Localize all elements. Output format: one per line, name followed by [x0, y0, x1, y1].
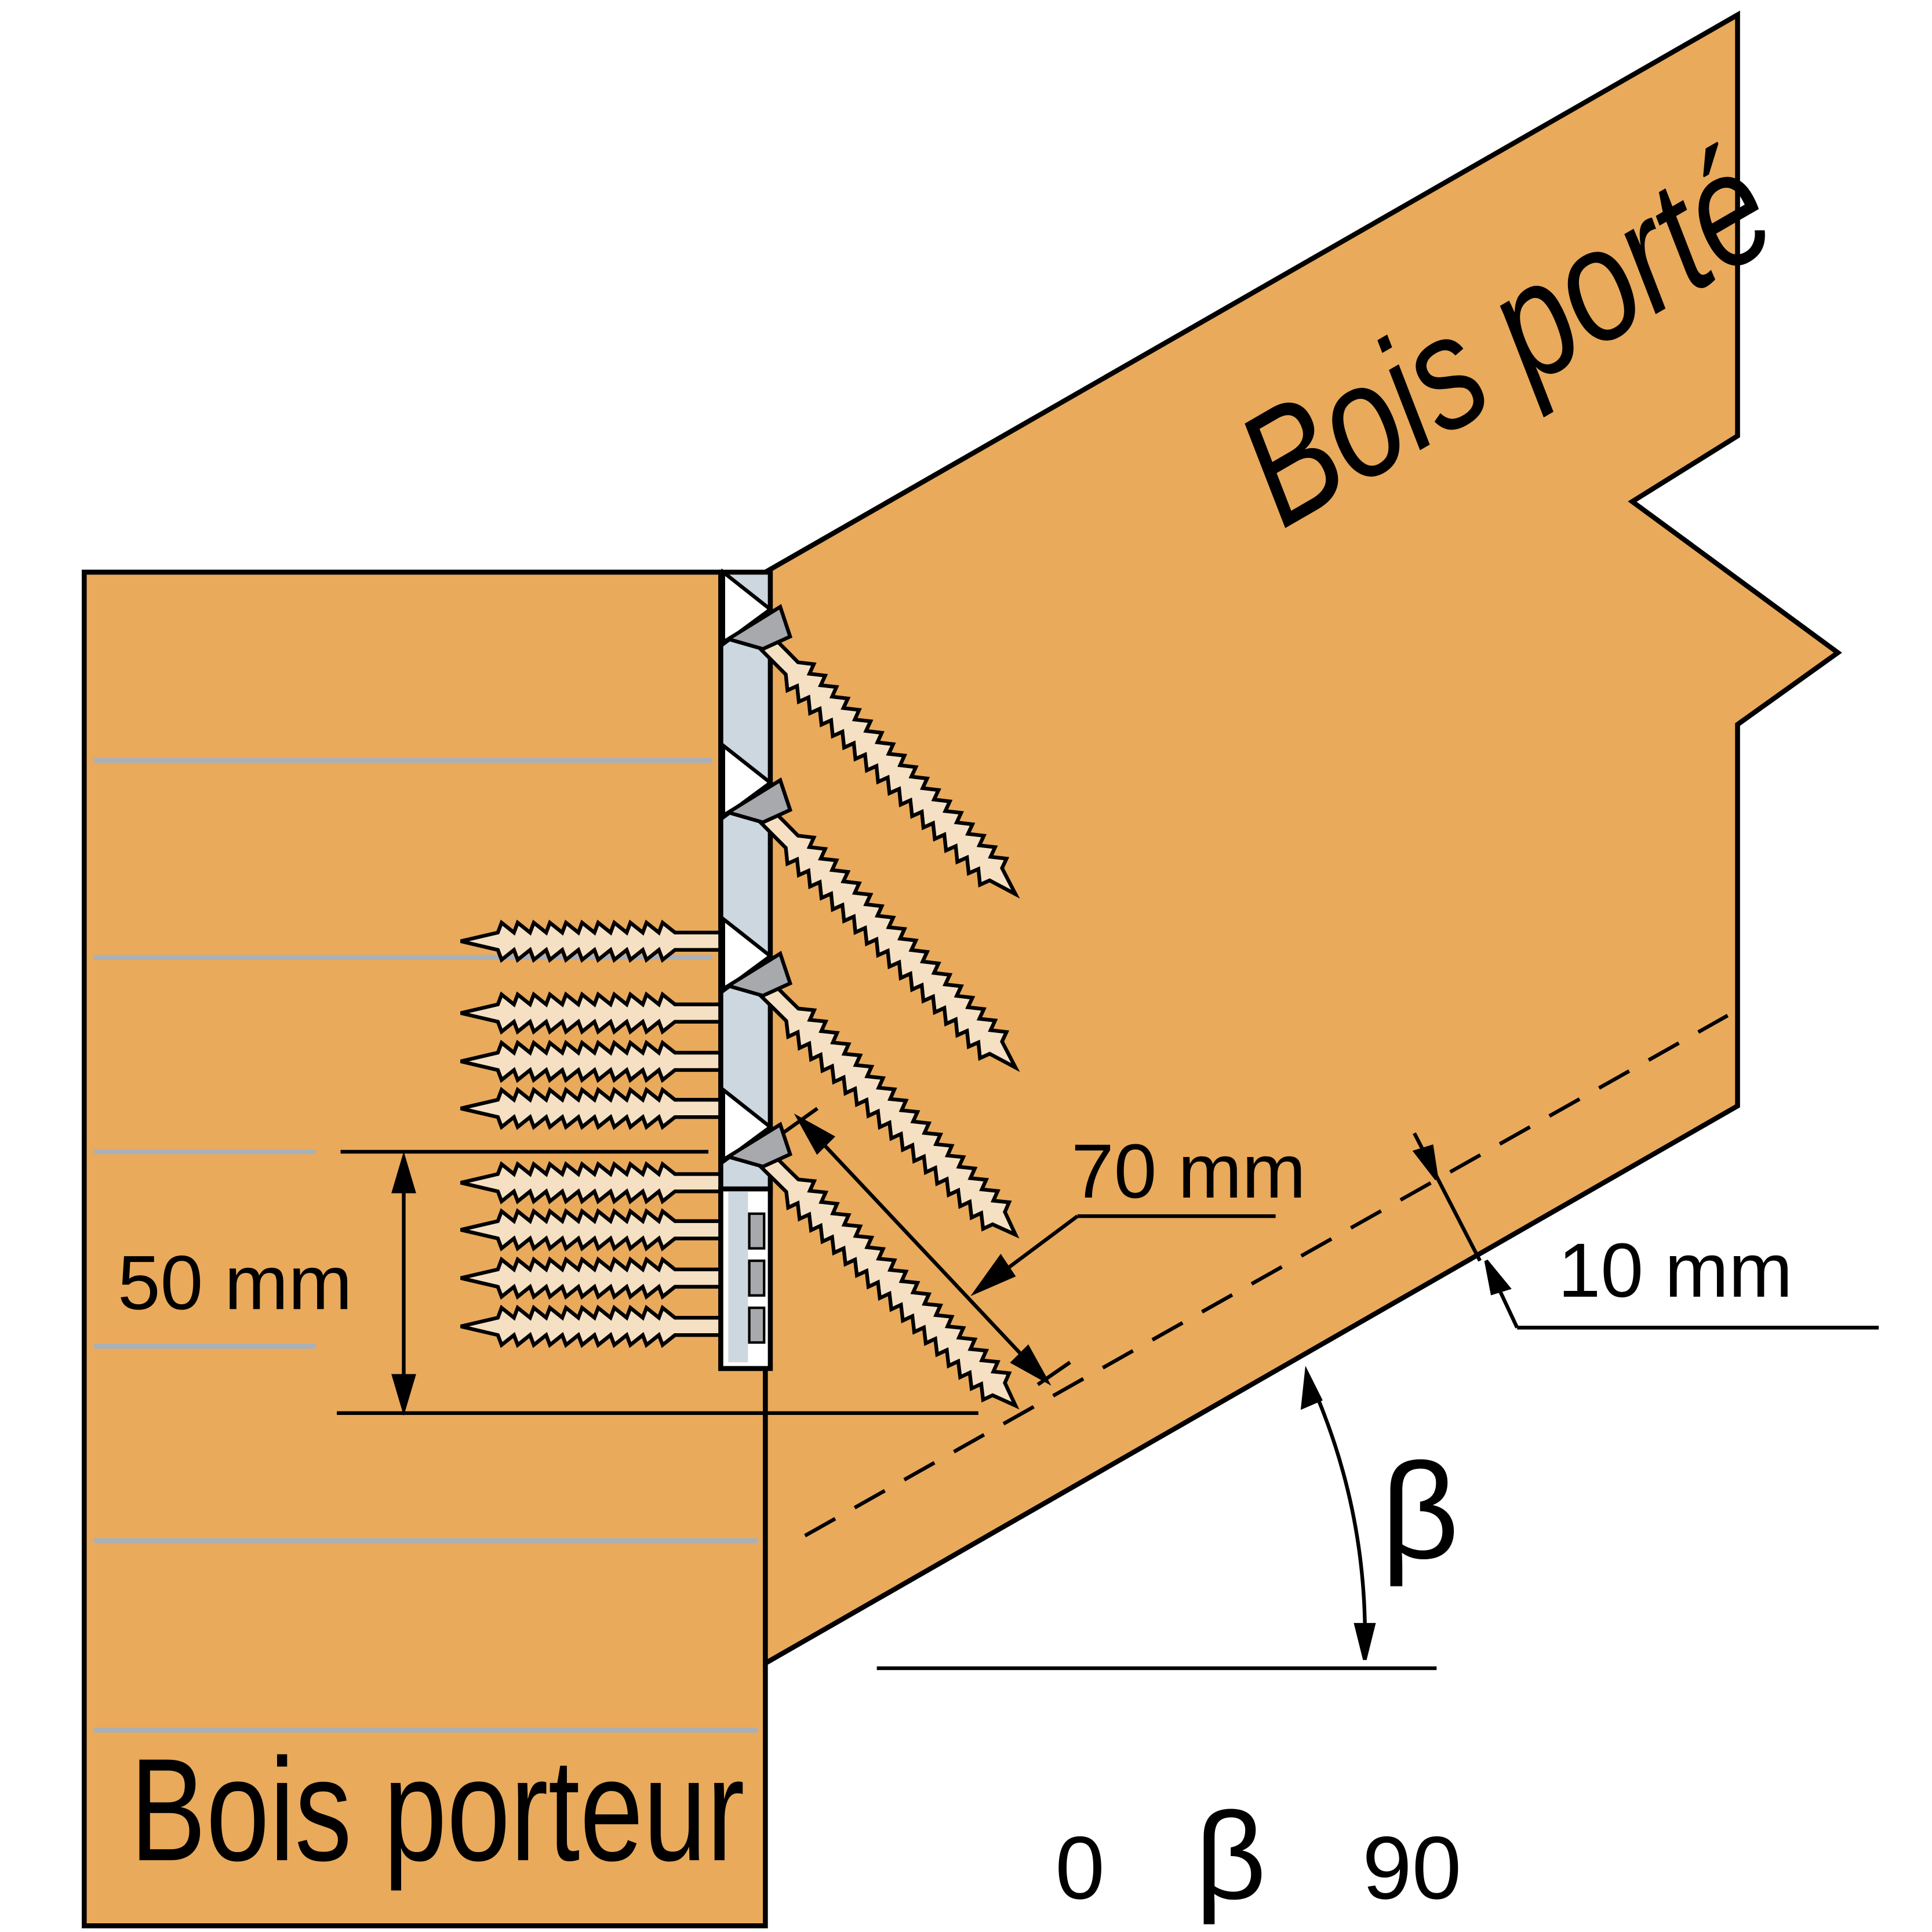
- angled-screw: [749, 972, 1020, 1239]
- angled-screw: [749, 1143, 1020, 1410]
- horizontal-screw: [460, 1086, 725, 1130]
- horizontal-screw: [460, 1256, 725, 1300]
- horizontal-screw: [460, 1161, 725, 1205]
- horizontal-screw: [460, 1039, 725, 1083]
- horizontal-screw: [460, 1304, 725, 1348]
- screw-head: [723, 951, 793, 998]
- angled-screw: [749, 625, 1020, 899]
- connector-plate-slot: [728, 1191, 748, 1363]
- range-min: 0: [1055, 1818, 1105, 1918]
- screw-head: [723, 604, 793, 651]
- angle-beta-label: β: [1381, 1435, 1459, 1587]
- plate-holes: [748, 1212, 766, 1344]
- supporting-timber-label: Bois porteur: [130, 1727, 744, 1891]
- angle-beta-indicator: [876, 1366, 1437, 1671]
- angled-screw: [749, 799, 1020, 1072]
- screw-head: [723, 777, 793, 825]
- connector-plate: [718, 569, 773, 1194]
- dimension-10mm: [1412, 1132, 1879, 1330]
- dimension-10mm-label: 10 mm: [1558, 1228, 1793, 1314]
- horizontal-screw: [460, 1208, 725, 1251]
- dimension-70mm: [781, 1107, 1276, 1387]
- range-symbol: β: [1195, 1787, 1267, 1925]
- range-max: 90: [1362, 1818, 1461, 1918]
- horizontal-screw: [460, 919, 725, 963]
- dashed-reference-line: [804, 1014, 1729, 1538]
- screw-head: [723, 1122, 793, 1169]
- dimension-70mm-label: 70 mm: [1071, 1129, 1306, 1214]
- dimension-50mm: [337, 1149, 978, 1416]
- dimension-50mm-label: 50 mm: [118, 1240, 352, 1326]
- horizontal-screw: [460, 991, 725, 1035]
